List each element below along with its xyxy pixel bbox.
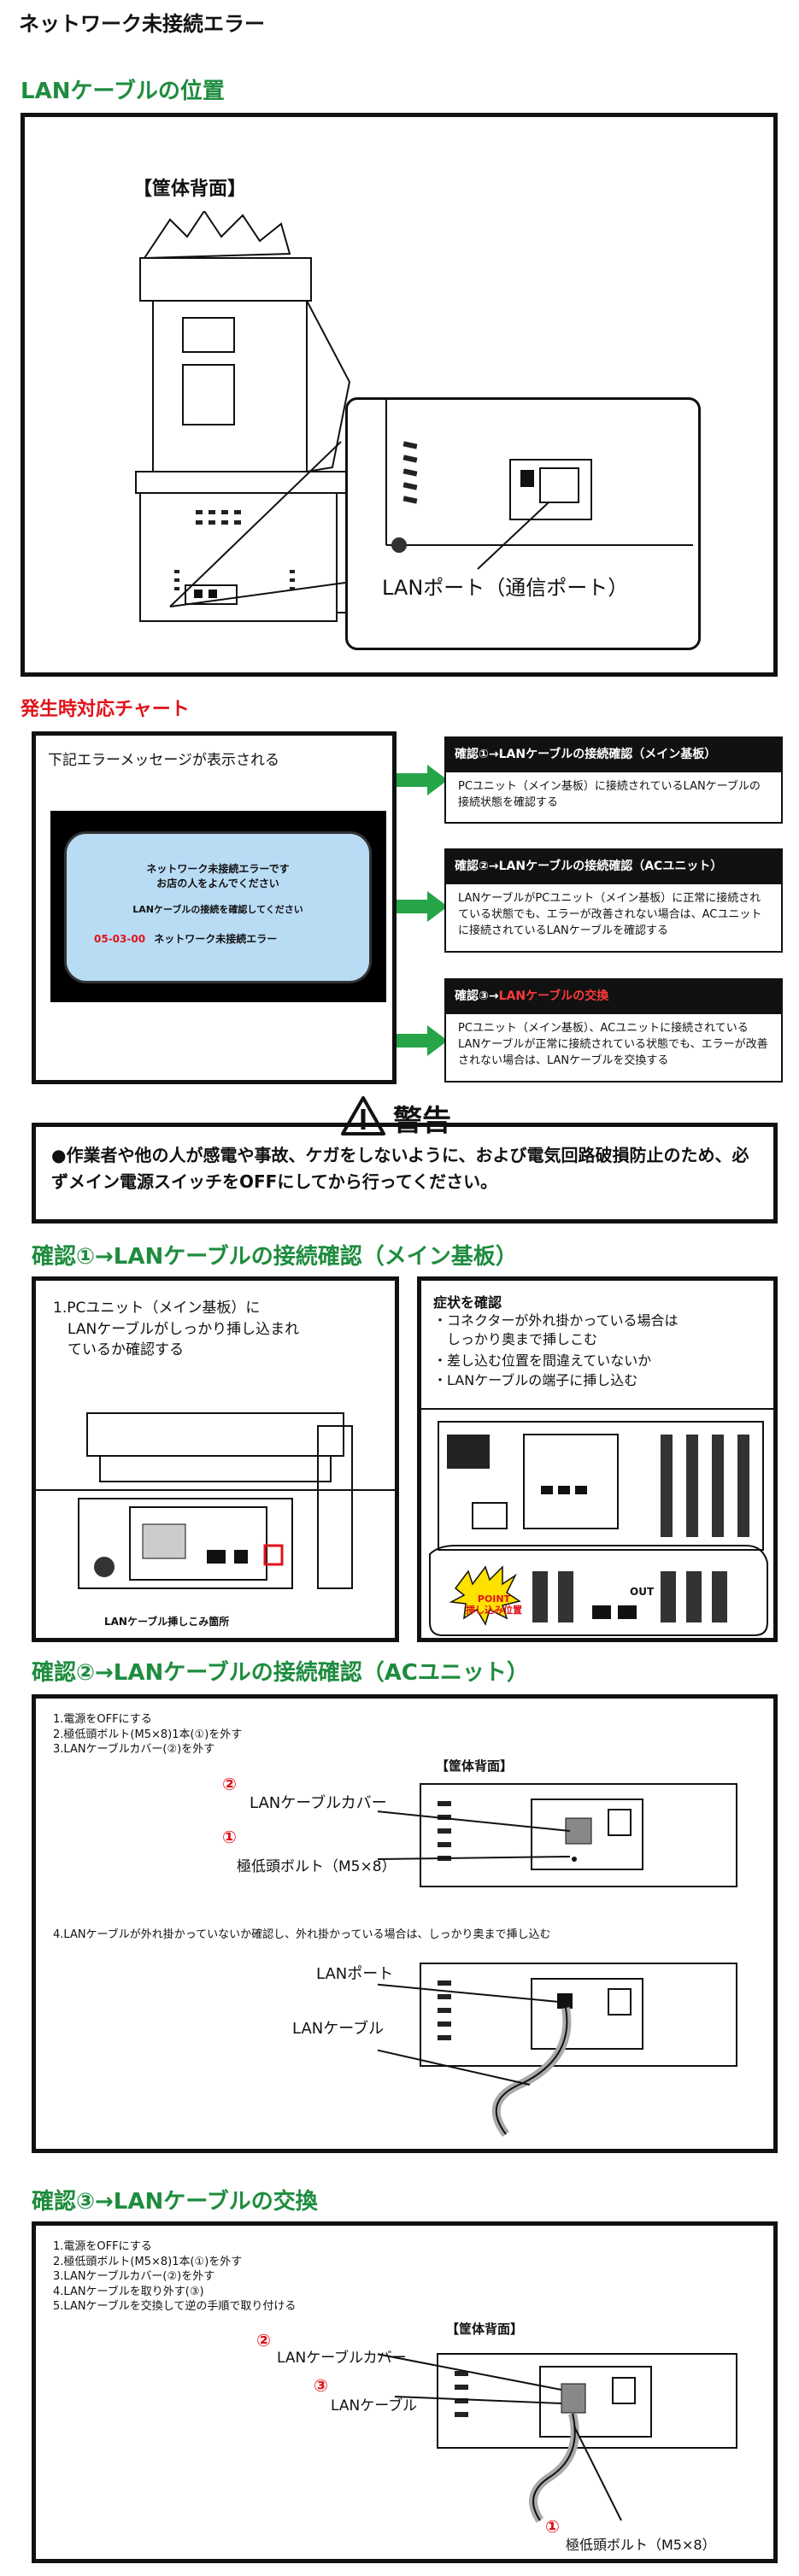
step-2-prefix: 確認②→ [455, 860, 499, 873]
chart-step-1-head: 確認①→LANケーブルの接続確認（メイン基板） [444, 736, 783, 772]
check3-box: 1.電源をOFFにする 2.極低頭ボルト(M5×8)1本(①)を外す 3.LAN… [32, 2221, 778, 2563]
check2-lan-port-label: LANポート [316, 1965, 394, 1983]
callout-lines [169, 441, 346, 607]
check3-num-3: ③ [314, 2375, 328, 2396]
chart-step-1-body: PCユニット（メイン基板）に接続されているLANケーブルの接続状態を確認する [444, 772, 783, 824]
cabinet-back-label: 【筐体背面】 [133, 179, 247, 200]
check2-steps: 1.電源をOFFにする 2.極低頭ボルト(M5×8)1本(①)を外す 3.LAN… [53, 1713, 243, 1757]
cable-replace-illustration [378, 2353, 737, 2523]
symptom-item-2: ・差し込む位置を間違えていないか [433, 1353, 652, 1369]
step-2-title: LANケーブルの接続確認（ACユニット） [498, 860, 723, 873]
screen-line-1: ネットワーク未接続エラーです [146, 863, 290, 875]
check3-cabinet-label: 【筐体背面】 [446, 2321, 524, 2337]
symptom-item-1: ・コネクターが外れ掛かっている場合は しっかり奥まで挿しこむ [433, 1312, 679, 1348]
position-figure-box: 【筐体背面】 [21, 113, 778, 677]
check3-steps: 1.電源をOFFにする 2.極低頭ボルト(M5×8)1本(①)を外す 3.LAN… [53, 2240, 297, 2314]
pc-unit-illustration [421, 1408, 775, 1636]
section-heading-check2: 確認②→LANケーブルの接続確認（ACユニット） [32, 1660, 529, 1686]
check2-num-1: ① [222, 1827, 237, 1847]
check2-lan-cable-label: LANケーブル [292, 2020, 385, 2038]
chart-step-2-body: LANケーブルがPCユニット（メイン基板）に正常に接続されている状態でも、エラー… [444, 884, 783, 953]
ac-unit-port-illustration [378, 1963, 737, 2137]
error-message-box: 下記エラーメッセージが表示される ネットワーク未接続エラーです お店の人をよんで… [32, 731, 397, 1084]
section-heading-chart: 発生時対応チャート [21, 699, 190, 720]
chart-step-2-head: 確認②→LANケーブルの接続確認（ACユニット） [444, 848, 783, 884]
check3-bolt-label: 極低頭ボルト（M5×8） [566, 2537, 716, 2553]
check2-box: 1.電源をOFFにする 2.極低頭ボルト(M5×8)1本(①)を外す 3.LAN… [32, 1694, 778, 2153]
warning-box: ●作業者や他の人が感電や事故、ケガをしないように、および電気回路破損防止のため、… [32, 1123, 778, 1223]
lan-port-label: LANポート（通信ポート） [382, 576, 629, 600]
check3-cover-label: LANケーブルカバー [277, 2350, 407, 2367]
arrow-right-icon [397, 1025, 448, 1056]
check3-cable-label: LANケーブル [331, 2397, 418, 2415]
error-screen-frame: ネットワーク未接続エラーです お店の人をよんでください LANケーブルの接続を確… [50, 811, 386, 1002]
section-heading-check3: 確認③→LANケーブルの交換 [32, 2189, 318, 2215]
check3-num-1: ① [545, 2516, 560, 2537]
check1-left-text: 1.PCユニット（メイン基板）に LANケーブルがしっかり挿し込まれ ているか確… [53, 1300, 300, 1359]
check2-cover-label: LANケーブルカバー [250, 1794, 387, 1812]
check1-left-caption: LANケーブル挿しこみ箇所 [104, 1616, 230, 1628]
warning-title: 警告 [393, 1104, 451, 1138]
screen-error-code: 05-03-00 [94, 933, 146, 945]
screen-error-text: ネットワーク未接続エラー [154, 933, 278, 945]
screen-line-3: LANケーブルの接続を確認してください [132, 904, 303, 915]
screen-line-2: お店の人をよんでください [156, 877, 279, 889]
lan-port-zoom-panel: LANポート（通信ポート） [345, 397, 701, 650]
chart-step-3-body: PCユニット（メイン基板）、ACユニットに接続されているLANケーブルが正常に接… [444, 1014, 783, 1083]
out-label: OUT [630, 1586, 655, 1598]
port-closeup-illustration [385, 400, 693, 553]
symptom-title: 症状を確認 [433, 1294, 502, 1311]
arrow-right-icon [397, 891, 448, 922]
chart-step-3-head: 確認③→LANケーブルの交換 [444, 978, 783, 1014]
check2-cabinet-label: 【筐体背面】 [436, 1758, 514, 1774]
step-1-prefix: 確認①→ [455, 748, 499, 761]
chart-intro: 下記エラーメッセージが表示される [48, 752, 279, 769]
check2-bolt-label: 極低頭ボルト（M5×8） [237, 1858, 397, 1875]
main-board-illustration [36, 1412, 395, 1589]
check2-step4: 4.LANケーブルが外れ掛かっていないか確認し、外れ掛かっている場合は、しっかり… [53, 1928, 551, 1941]
check3-num-2: ② [256, 2330, 271, 2350]
arrow-right-icon [397, 765, 448, 795]
error-screen: ネットワーク未接続エラーです お店の人をよんでください LANケーブルの接続を確… [64, 831, 372, 983]
section-heading-position: LANケーブルの位置 [21, 79, 225, 104]
page-title: ネットワーク未接続エラー [19, 12, 265, 36]
symptom-item-3: ・LANケーブルの端子に挿し込む [433, 1372, 638, 1388]
step-3-prefix: 確認③→ [455, 989, 499, 1003]
ac-unit-cover-illustration [378, 1783, 737, 1887]
check2-num-2: ② [222, 1774, 237, 1794]
port-pointer-line [477, 502, 549, 570]
check1-right-box: 症状を確認 ・コネクターが外れ掛かっている場合は しっかり奥まで挿しこむ ・差し… [417, 1276, 778, 1642]
step-3-title: LANケーブルの交換 [498, 989, 609, 1003]
step-1-title: LANケーブルの接続確認（メイン基板） [498, 748, 717, 761]
section-heading-check1: 確認①→LANケーブルの接続確認（メイン基板） [32, 1244, 518, 1270]
point-label: POINT 挿し込み位置 [466, 1593, 522, 1617]
check1-left-box: 1.PCユニット（メイン基板）に LANケーブルがしっかり挿し込まれ ているか確… [32, 1276, 399, 1642]
